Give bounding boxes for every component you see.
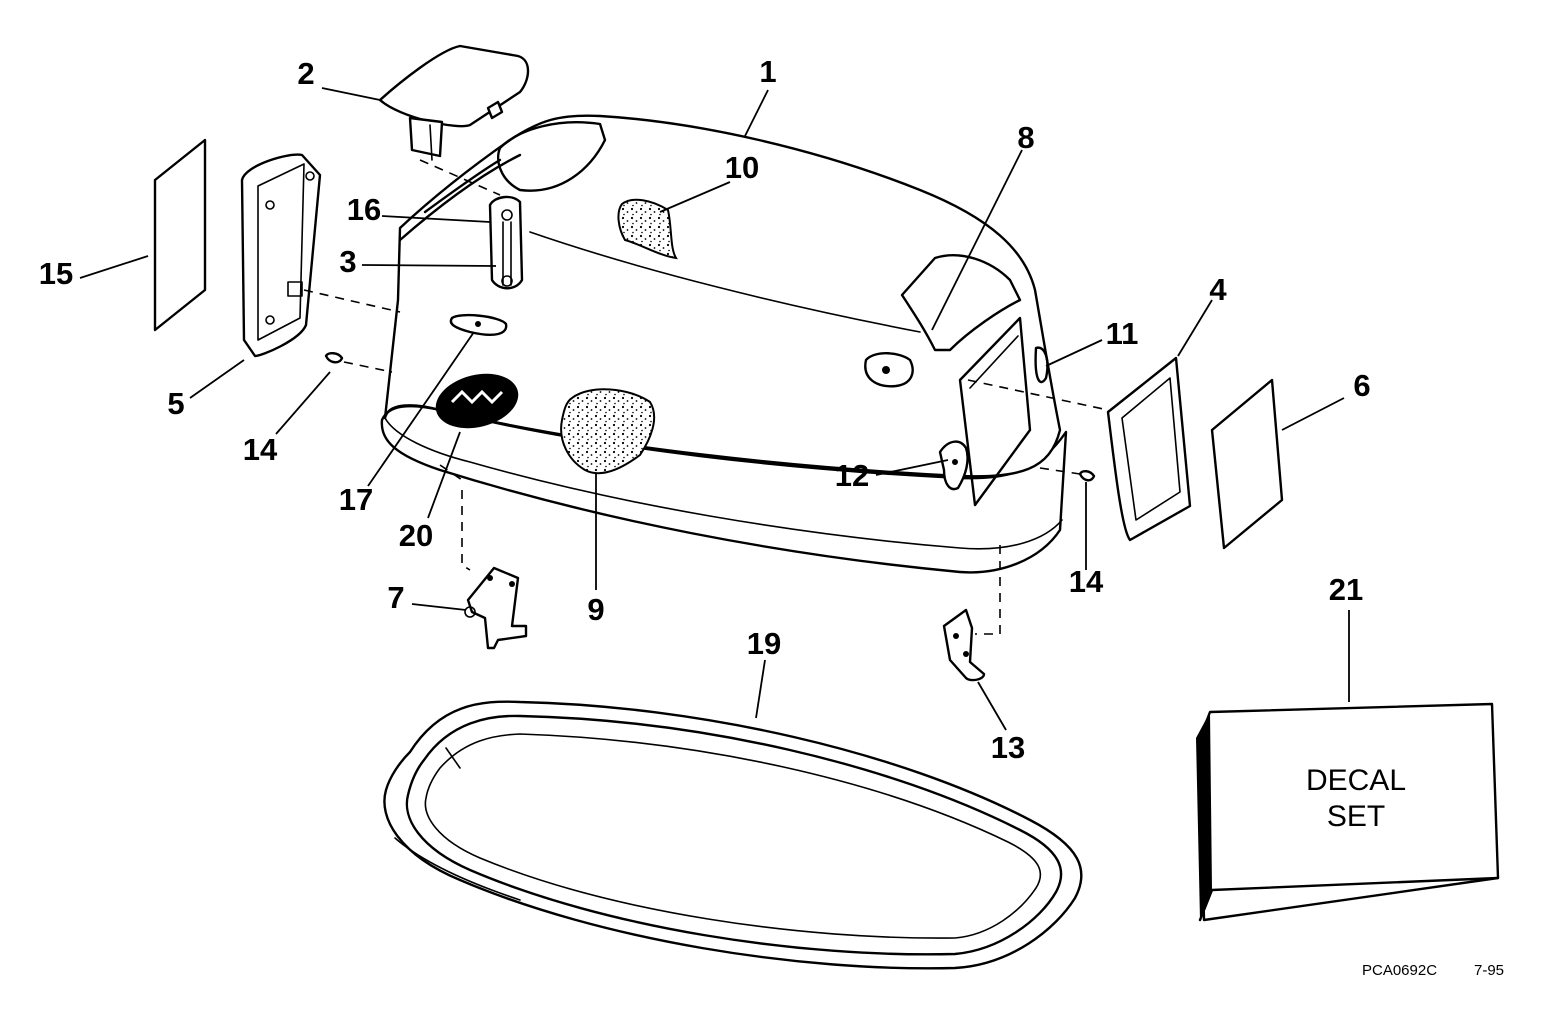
callout-5: 5 <box>167 386 184 421</box>
callout-1: 1 <box>759 54 776 89</box>
callout-14-left: 14 <box>243 432 278 467</box>
assembly-lines <box>303 159 1109 635</box>
callout-7: 7 <box>387 580 404 615</box>
part-5-frame <box>240 153 322 358</box>
callout-8: 8 <box>1017 120 1034 155</box>
part-13-bracket <box>942 608 986 682</box>
callout-labels: 1 2 3 4 5 6 7 8 9 10 11 12 13 14 14 15 1… <box>39 54 1371 765</box>
callout-12: 12 <box>835 458 869 493</box>
decal-set-line-1: DECAL <box>1306 764 1406 797</box>
callout-11: 11 <box>1106 316 1139 351</box>
screw-14-right <box>1078 470 1096 482</box>
callout-15: 15 <box>39 256 73 291</box>
leader-lines <box>79 87 1350 731</box>
callout-13: 13 <box>991 730 1025 765</box>
decal-set-line-2: SET <box>1327 800 1385 833</box>
part-15-plate <box>153 138 207 332</box>
decal-set-box <box>1196 702 1500 922</box>
top-cap <box>378 44 530 161</box>
callout-14-right: 14 <box>1069 564 1104 599</box>
callout-17: 17 <box>339 482 373 517</box>
callout-3: 3 <box>339 244 356 279</box>
callout-16: 16 <box>347 192 381 227</box>
screw-14-left <box>324 352 344 364</box>
part-19-seal <box>383 700 1083 970</box>
callout-4: 4 <box>1209 272 1227 307</box>
callout-21: 21 <box>1329 572 1363 607</box>
callout-10: 10 <box>725 150 759 185</box>
callout-6: 6 <box>1353 368 1370 403</box>
part-6-plate <box>1210 378 1284 550</box>
part-7-bracket <box>464 566 528 650</box>
part-4-frame <box>1106 356 1192 542</box>
callout-2: 2 <box>297 56 314 91</box>
drawing-code: PCA0692C <box>1362 962 1437 979</box>
callout-19: 19 <box>747 626 781 661</box>
drawing-date: 7-95 <box>1474 962 1504 979</box>
callout-20: 20 <box>399 518 433 553</box>
motor-cover <box>380 114 1068 574</box>
callout-9: 9 <box>587 592 604 627</box>
